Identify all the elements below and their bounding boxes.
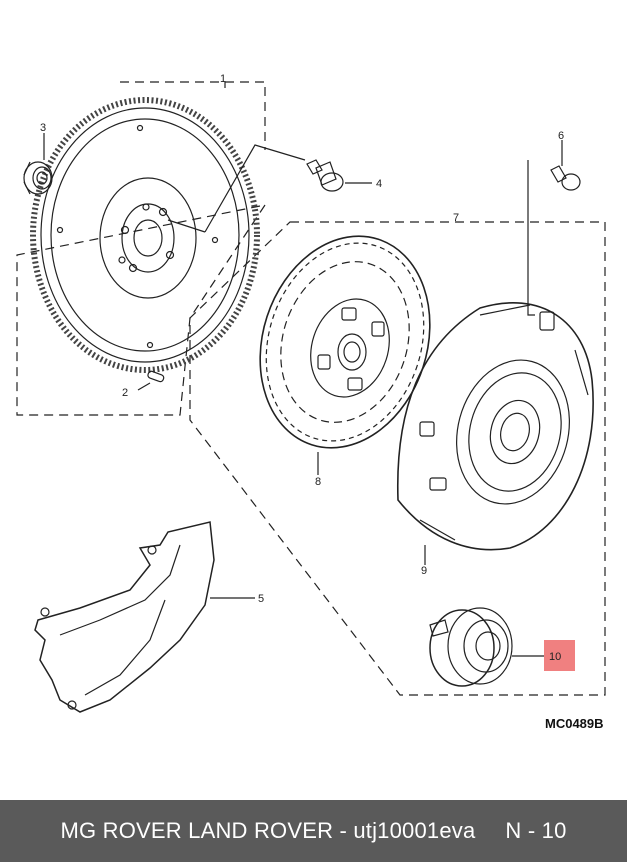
cover-bolt [550, 165, 581, 191]
flywheel-group-boundary [16, 81, 267, 416]
flywheel-bolt [306, 159, 344, 192]
callout-10: 10 [549, 651, 561, 663]
callout-1: 1 [220, 73, 226, 85]
release-bearing [429, 607, 513, 687]
housing-cover-plate [34, 521, 215, 713]
highlight-box [544, 640, 575, 671]
clutch-exploded-diagram: 1 2 3 4 5 6 7 8 9 10 MC0489B [16, 73, 606, 731]
callout-4: 4 [376, 178, 382, 190]
callout-8: 8 [315, 476, 321, 488]
callout-7: 7 [453, 212, 459, 224]
callout-6: 6 [558, 130, 564, 142]
flywheel [30, 97, 260, 373]
callout-3: 3 [40, 122, 46, 134]
clutch-group-boundary [189, 221, 606, 696]
callout-9: 9 [421, 565, 427, 577]
callout-2: 2 [122, 387, 128, 399]
pressure-plate [396, 302, 594, 551]
dowel-pin [147, 370, 165, 383]
diagram-code: MC0489B [545, 716, 604, 731]
footer-title: MG ROVER LAND ROVER - utj10001eva [60, 818, 476, 843]
callout-5: 5 [258, 593, 264, 605]
clutch-disc [259, 235, 431, 449]
pilot-bearing [23, 161, 53, 195]
leader-lines [43, 82, 563, 657]
footer-page-number: N - 10 [505, 818, 567, 843]
footer-bar: MG ROVER LAND ROVER - utj10001eva N - 10 [0, 800, 627, 862]
